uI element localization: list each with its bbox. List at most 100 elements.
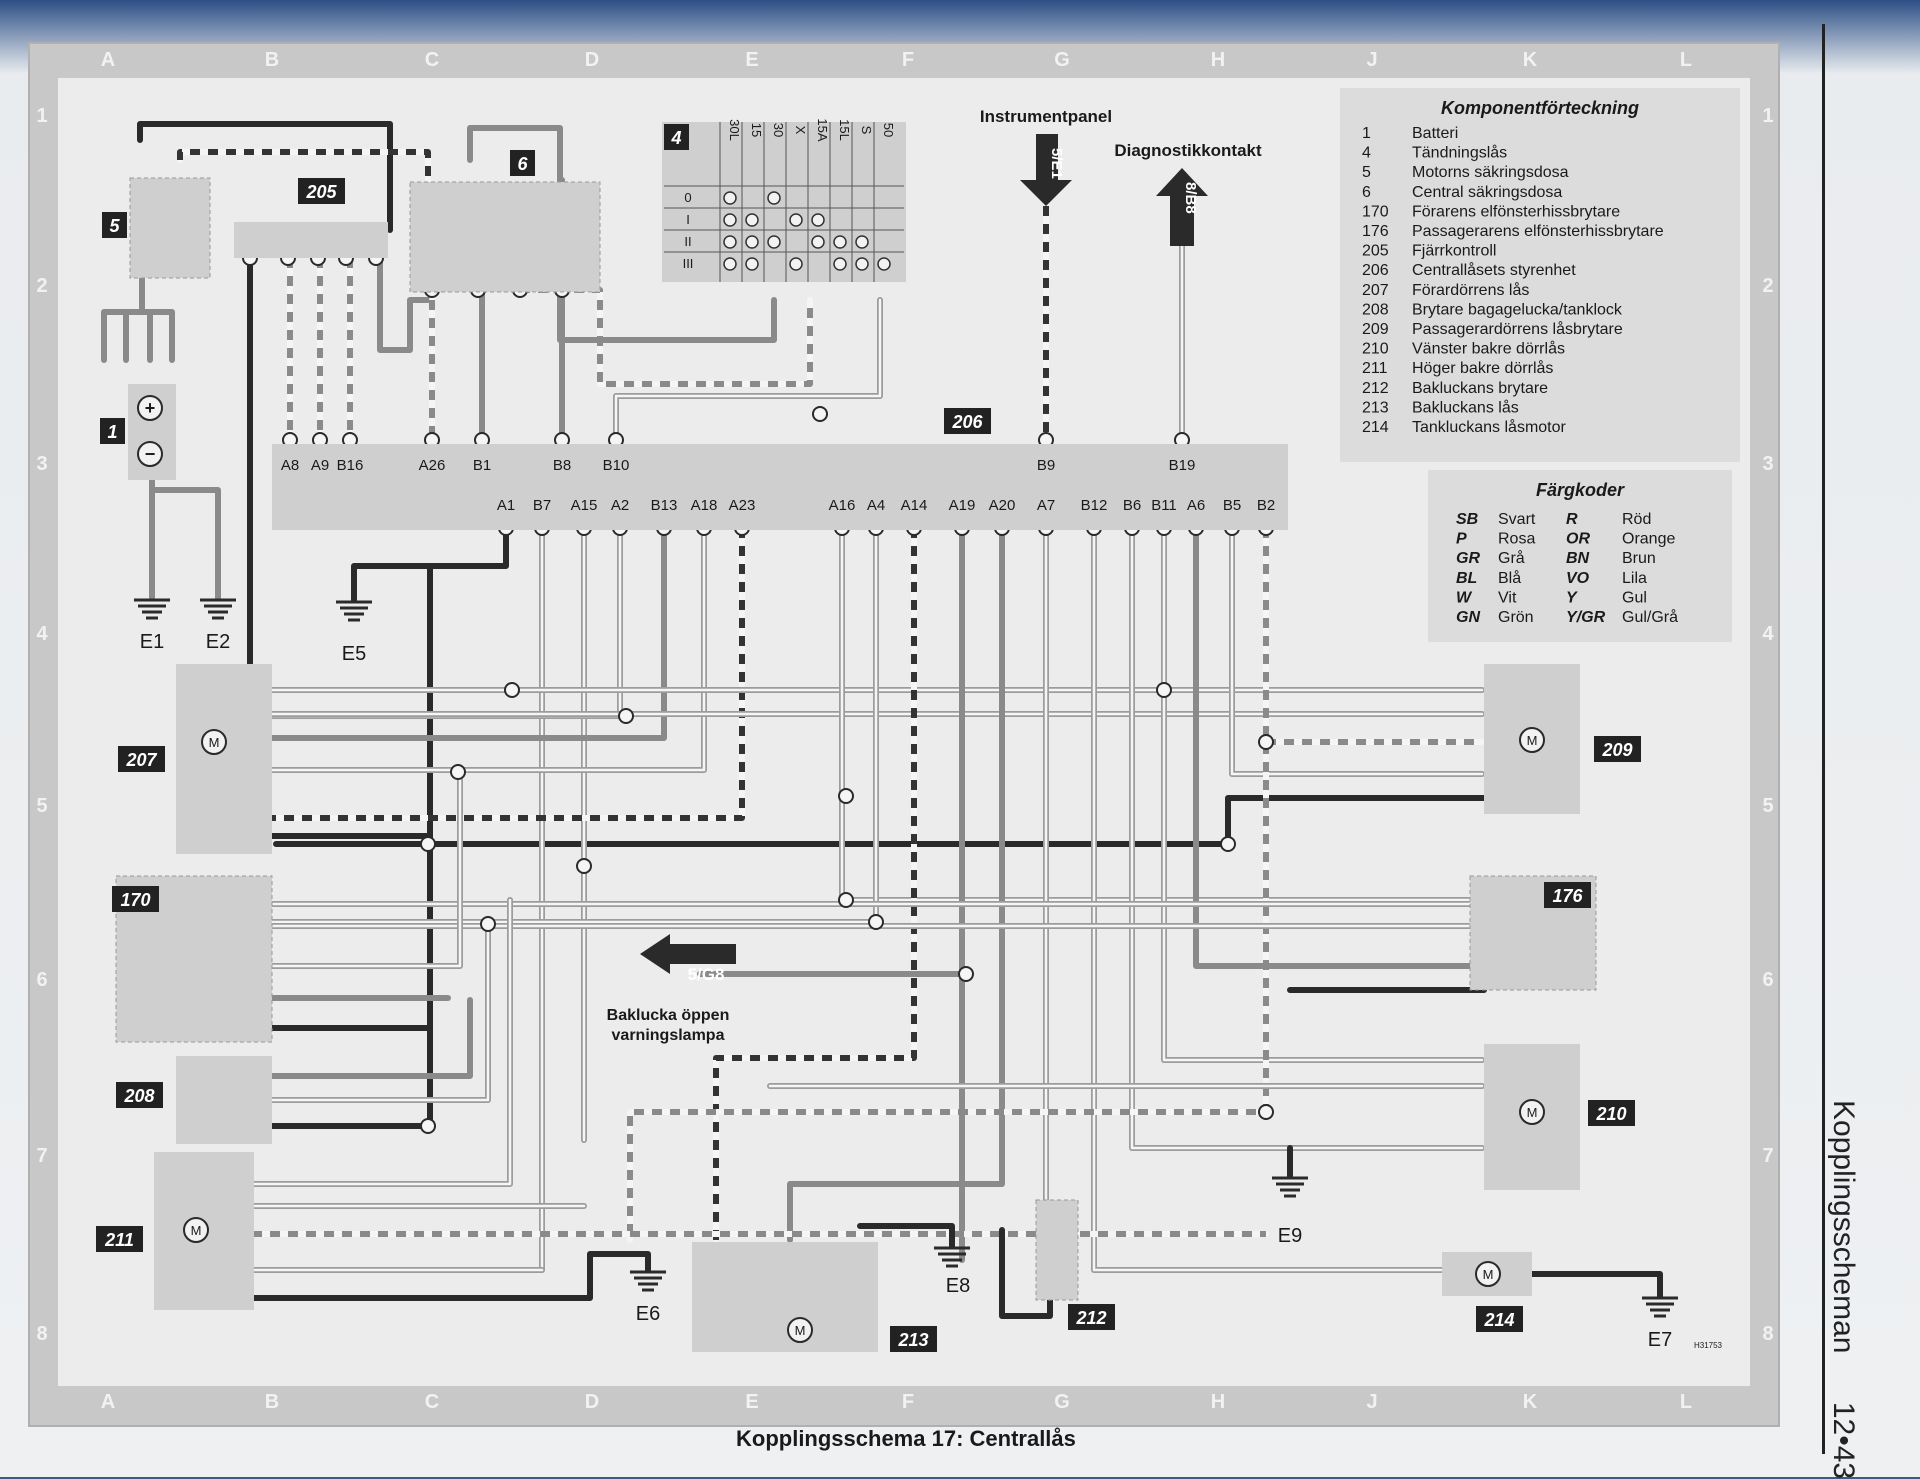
- wire-y-211: [250, 898, 512, 1186]
- grid-col-label: G: [1054, 49, 1070, 71]
- component-name: Tankluckans låsmotor: [1412, 418, 1567, 436]
- grid-col-label: F: [902, 1391, 914, 1413]
- wire-sb-209: [273, 795, 1487, 847]
- ground-label: E1: [140, 631, 164, 653]
- grid-col-label: E: [745, 49, 758, 71]
- ground-label: E7: [1648, 1329, 1672, 1351]
- component-number: 206: [1362, 262, 1389, 279]
- component-name: Bakluckans lås: [1412, 398, 1519, 416]
- wire-junction: [1258, 1104, 1274, 1120]
- component-number: 211: [1362, 360, 1388, 377]
- color-code: P: [1456, 531, 1467, 548]
- component-number: 6: [1362, 184, 1371, 201]
- battery-plus-icon: [137, 395, 163, 421]
- component-5-tag-bg: [102, 212, 127, 238]
- ignition-contact: [811, 213, 825, 227]
- ignition-contact: [789, 257, 803, 271]
- grid-row-label: 1: [1762, 105, 1773, 127]
- arrow-5g8-label: 5/G8: [688, 965, 725, 984]
- ecu-bottom-pin-label: B11: [1151, 497, 1177, 514]
- component-number: 212: [1362, 380, 1389, 397]
- grid-col-label: H: [1211, 1391, 1225, 1413]
- ecu-bottom-pin-label: A18: [691, 497, 718, 514]
- component-number: 213: [1362, 399, 1389, 416]
- component-211-tag: 211: [104, 1230, 134, 1250]
- color-code: W: [1456, 589, 1473, 606]
- wire-junction: [450, 764, 466, 780]
- component-209-tag-bg: [1594, 736, 1641, 762]
- color-name: Grå: [1498, 549, 1525, 567]
- motor-icon: [1519, 727, 1545, 753]
- grid-col-label: C: [425, 49, 439, 71]
- wire-bl-e2: [149, 487, 221, 601]
- ground-label: E6: [636, 1303, 660, 1325]
- ignition-terminal-label: 15L: [837, 119, 852, 141]
- wire-junction: [1258, 734, 1274, 750]
- wire-junction: [420, 1118, 436, 1134]
- motor-label: M: [1527, 1105, 1538, 1120]
- component-211-tag-bg: [96, 1226, 143, 1252]
- grid-col-label: A: [101, 49, 115, 71]
- wire-sb-214: [1515, 1271, 1663, 1299]
- component-212-tag: 212: [1075, 1308, 1106, 1328]
- wire-junction: [504, 682, 520, 698]
- color-name-2: Lila: [1622, 570, 1647, 587]
- color-code-2: Y: [1566, 589, 1578, 606]
- grid-col-label: L: [1680, 1391, 1692, 1413]
- ignition-contact: [789, 213, 803, 227]
- arrow-up-icon: [1156, 168, 1208, 246]
- component-name: Brytare bagagelucka/tanklock: [1412, 301, 1623, 318]
- wire-junction: [480, 916, 496, 932]
- color-code: SB: [1456, 511, 1478, 528]
- ecu-bottom-pin-label: A19: [949, 497, 976, 514]
- ignition-contact: [767, 235, 781, 249]
- wire-y-b11: [1162, 526, 1484, 1062]
- grid-row-label: 4: [1762, 623, 1774, 645]
- ignition-contact: [877, 257, 891, 271]
- ecu-bottom-pin-label: B2: [1257, 497, 1275, 514]
- ignition-terminal-label: X: [793, 126, 808, 135]
- grid-col-label: J: [1366, 49, 1377, 71]
- component-number: 208: [1362, 301, 1389, 318]
- ecu-top-pin-label: B9: [1037, 457, 1055, 474]
- wire-grr-170: [270, 778, 462, 968]
- component-1-tag-bg: [100, 418, 125, 444]
- ignition-terminal-label: 15: [749, 123, 764, 137]
- wire-yw-b12: [1092, 526, 1452, 1272]
- color-name: Blå: [1498, 569, 1521, 587]
- color-code-box: [1428, 470, 1732, 642]
- wire-wsb-a23: [272, 528, 745, 821]
- wire-junction: [1220, 836, 1236, 852]
- color-code-2: Y/GR: [1566, 609, 1606, 626]
- wire-batt-r4: [139, 275, 175, 363]
- component-170-tag-bg: [112, 886, 159, 912]
- wire-junction: [618, 708, 634, 724]
- motor-label: M: [209, 735, 220, 750]
- motor-icon: [787, 1317, 813, 1343]
- component-170-tag: 170: [120, 890, 150, 910]
- wire-r: [137, 121, 393, 233]
- wire-junction: [576, 858, 592, 874]
- component-number: 4: [1362, 145, 1371, 162]
- color-name-2: Orange: [1622, 531, 1675, 548]
- ground-label: E8: [946, 1275, 970, 1297]
- ignition-position-label: III: [683, 256, 694, 271]
- baklucka-label-1: Baklucka öppen: [607, 1007, 730, 1024]
- ignition-contact: [723, 257, 737, 271]
- color-name: Rosa: [1498, 531, 1535, 548]
- components-title: Komponentförteckning: [1441, 98, 1639, 118]
- diagnostikkontakt-label: Diagnostikkontakt: [1114, 141, 1262, 160]
- ecu-bottom-pin-label: A23: [729, 497, 756, 514]
- color-name: Vit: [1498, 589, 1517, 606]
- grid-col-label: J: [1366, 1391, 1377, 1413]
- component-name: Tändningslås: [1412, 144, 1507, 162]
- color-name-2: Gul/Grå: [1622, 608, 1678, 626]
- ecu-bottom-pin-label: A1: [497, 497, 515, 514]
- grid-row-label: 2: [1762, 275, 1773, 297]
- ignition-terminal-label: 50: [881, 123, 896, 137]
- grid-row-label: 3: [1762, 453, 1773, 475]
- diagram-texts: InstrumentpanelDiagnostikkontaktBaklucka…: [281, 107, 1723, 1350]
- ignition-contact: [833, 235, 847, 249]
